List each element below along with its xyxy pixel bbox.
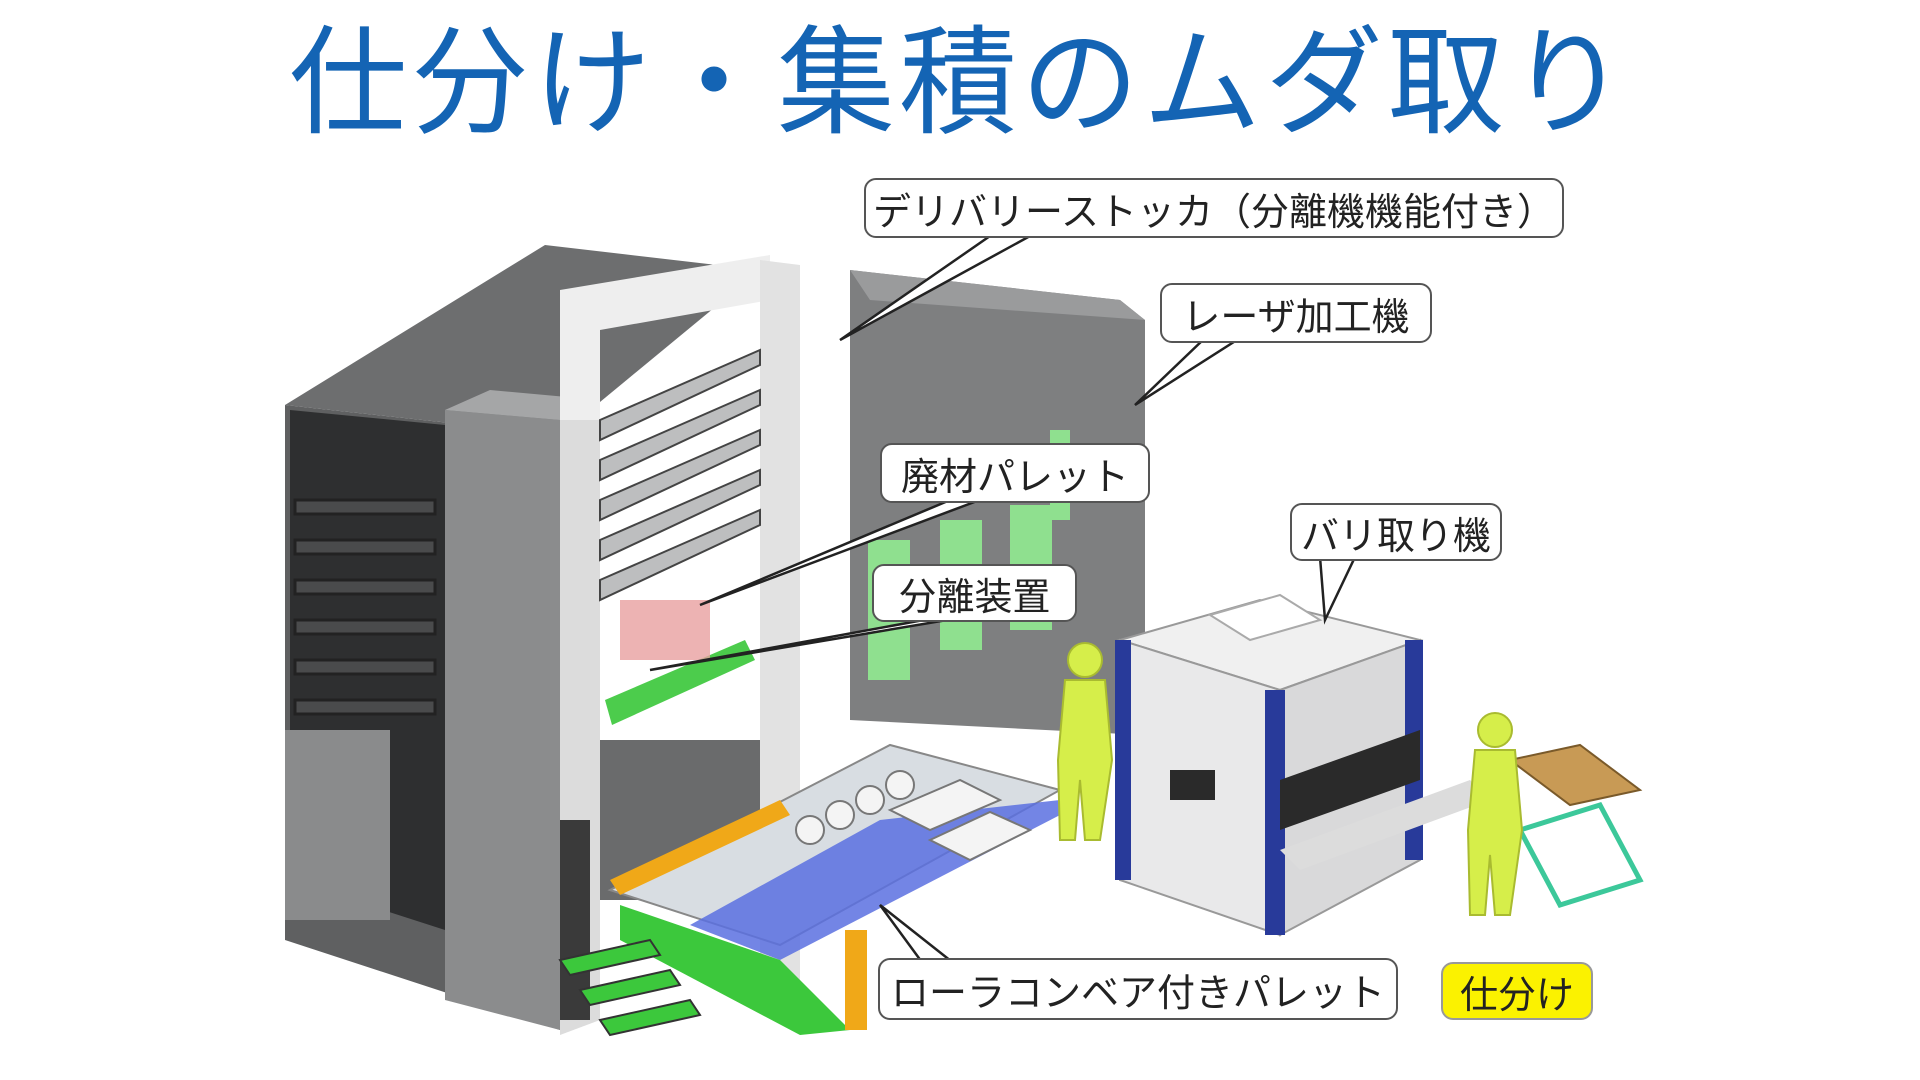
label-roller-conveyor-pallet: ローラコンベア付きパレット <box>878 958 1398 1020</box>
label-separation-device: 分離装置 <box>872 564 1077 622</box>
deburring-machine-illustration <box>1115 593 1490 937</box>
delivery-stocker-illustration <box>285 245 800 1035</box>
label-delivery-stocker: デリバリーストッカ（分離機機能付き） <box>864 178 1564 238</box>
worker-figure <box>1466 712 1524 916</box>
label-deburring-machine: バリ取り機 <box>1290 503 1502 561</box>
label-sorting: 仕分け <box>1441 962 1593 1020</box>
sorting-cart-illustration <box>1507 743 1644 909</box>
label-scrap-pallet: 廃材パレット <box>880 443 1150 503</box>
label-laser-machine: レーザ加工機 <box>1160 283 1432 343</box>
page-title: 仕分け・集積のムダ取り <box>288 14 1631 152</box>
roller-conveyor-pallet-illustration <box>558 743 1063 1037</box>
worker-figure <box>1056 642 1114 841</box>
